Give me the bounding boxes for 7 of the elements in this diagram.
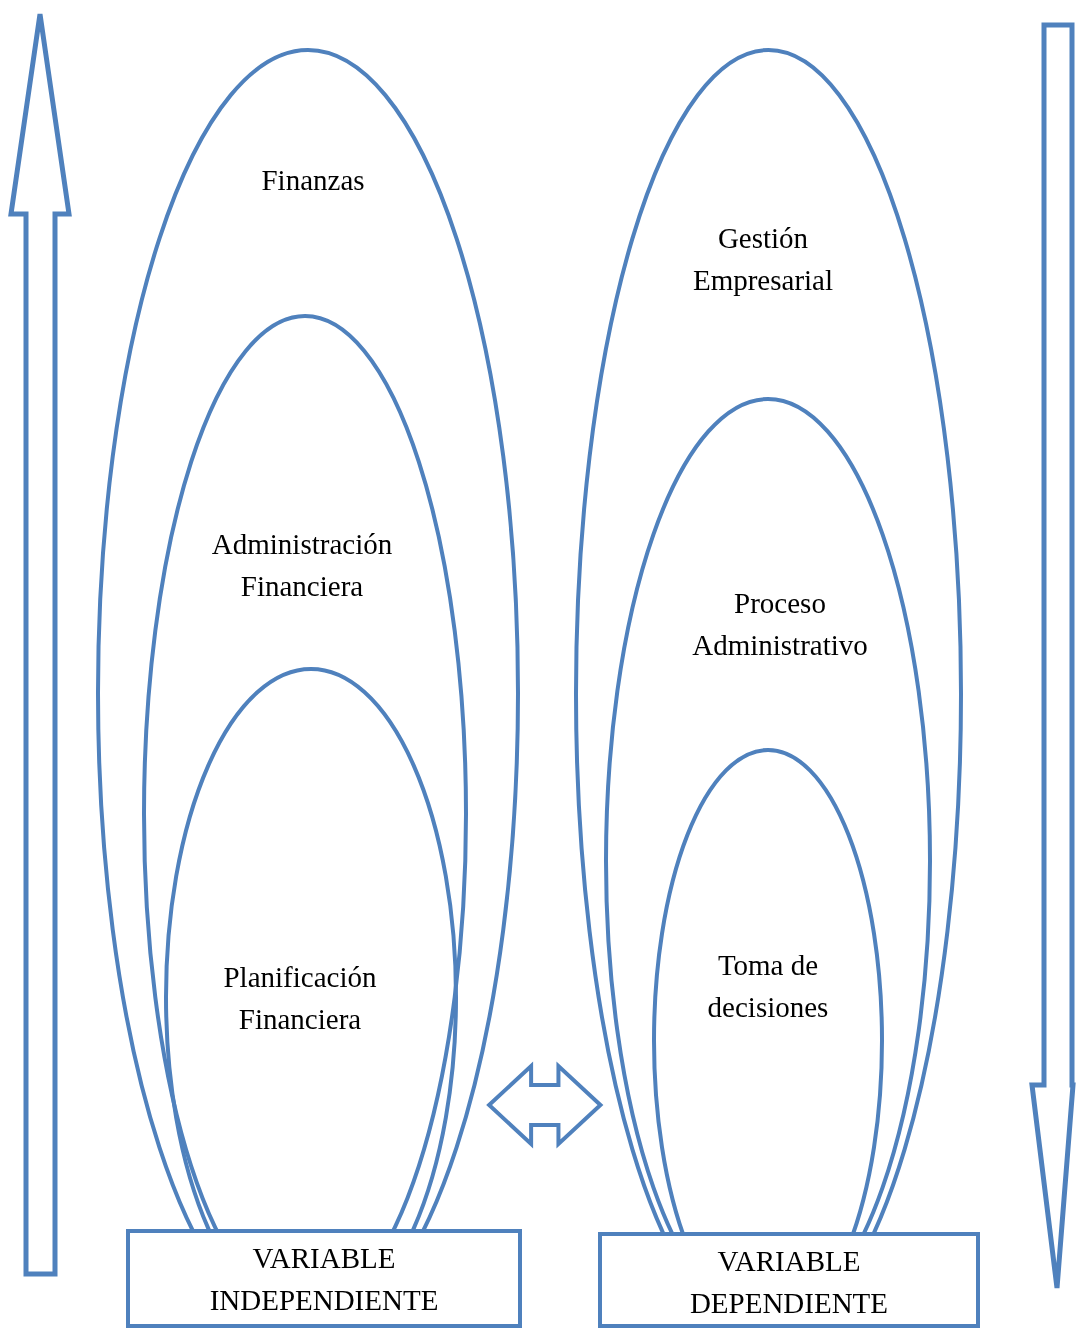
double-arrow <box>486 1061 604 1149</box>
ellipse-label: Proceso Administrativo <box>691 586 869 663</box>
ellipse-label: Administración Financiera <box>210 527 394 604</box>
ellipse-label: Toma de decisiones <box>706 948 830 1025</box>
ellipse-label: Planificación Financiera <box>222 960 378 1037</box>
ellipse-label: Gestión Empresarial <box>691 221 835 298</box>
ellipse-label: Finanzas <box>260 163 366 198</box>
